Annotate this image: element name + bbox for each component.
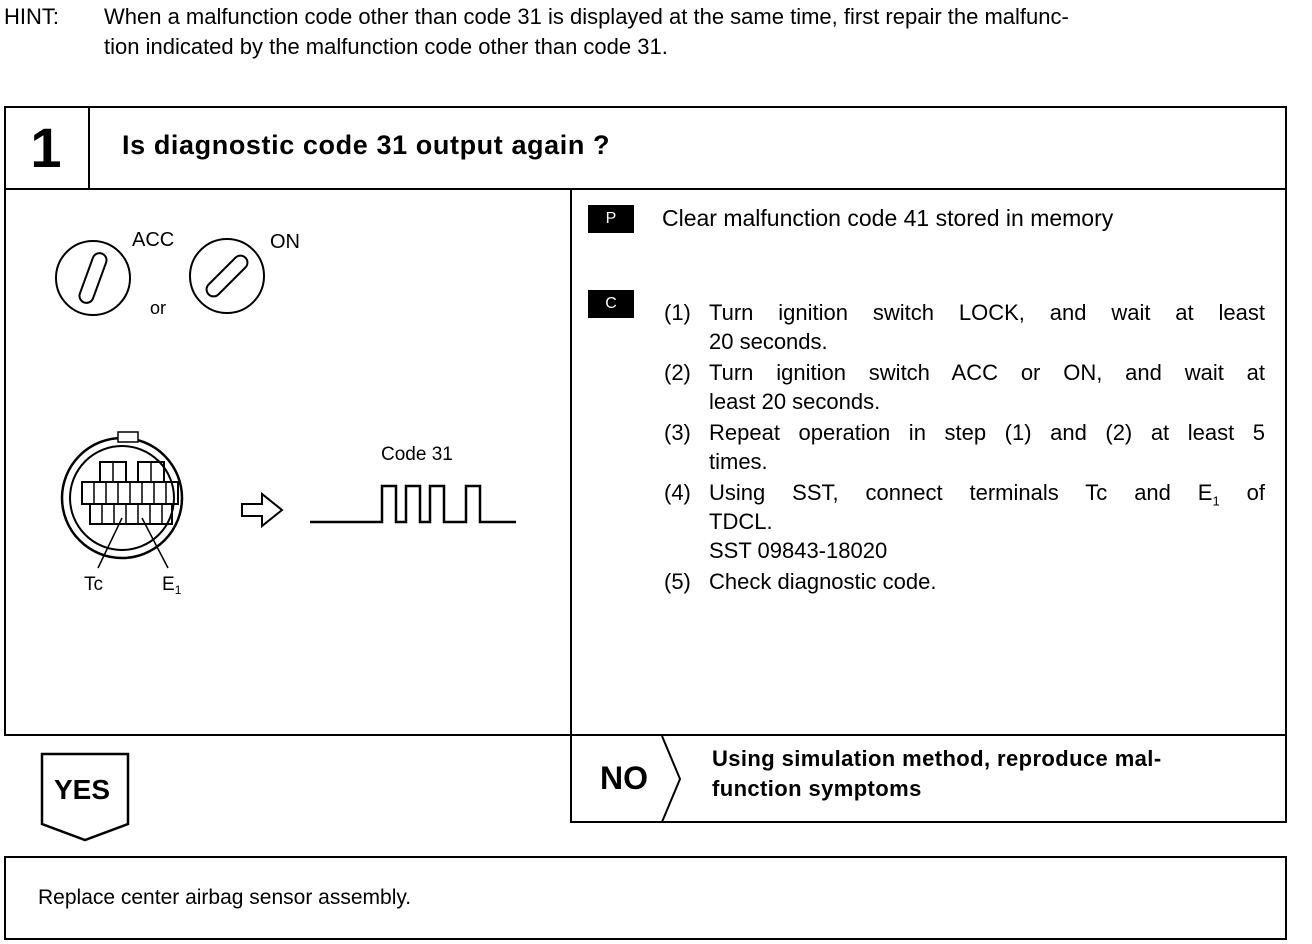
step-question: Is diagnostic code 31 output again ? bbox=[122, 130, 611, 160]
no-action-line-1: Using simulation method, reproduce mal- bbox=[712, 746, 1162, 771]
code-31-waveform bbox=[310, 484, 516, 524]
step-2-line-2: least 20 seconds. bbox=[709, 389, 881, 414]
step-1-line-1: Turn ignition switch LOCK, and wait at l… bbox=[709, 300, 1265, 325]
step-5-number: (5) bbox=[664, 569, 691, 594]
step-3-line-1: Repeat operation in step (1) and (2) at … bbox=[709, 420, 1265, 445]
p-tag: P bbox=[588, 205, 634, 233]
inspection-illustration: ACC or ON Tc E1 bbox=[55, 229, 516, 597]
code-31-label: Code 31 bbox=[381, 444, 453, 465]
step-3-number: (3) bbox=[664, 420, 691, 445]
e1-terminal-label: E1 bbox=[162, 574, 182, 597]
step-2-number: (2) bbox=[664, 360, 691, 385]
yes-badge-icon bbox=[40, 752, 130, 842]
inspection-box bbox=[4, 190, 1287, 736]
no-action-line-2: function symptoms bbox=[712, 776, 922, 801]
tdcl-connector-icon bbox=[60, 431, 184, 569]
step-header-divider bbox=[88, 106, 90, 190]
step-1-line-2: 20 seconds. bbox=[709, 329, 828, 354]
arrow-right-icon bbox=[241, 491, 284, 529]
hint-label: HINT: bbox=[4, 4, 59, 29]
step-number: 1 bbox=[30, 116, 62, 179]
on-label: ON bbox=[270, 231, 300, 253]
step-3-line-2: times. bbox=[709, 449, 768, 474]
yes-action-box bbox=[4, 856, 1287, 940]
step-5-line-1: Check diagnostic code. bbox=[709, 569, 937, 594]
no-label: NO bbox=[600, 760, 648, 796]
step-4-line-3: SST 09843-18020 bbox=[709, 538, 888, 563]
step-4-number: (4) bbox=[664, 480, 691, 505]
step-4-line-1: Using SST, connect terminals Tc and E1 o… bbox=[709, 480, 1265, 509]
p-instruction: Clear malfunction code 41 stored in memo… bbox=[662, 205, 1114, 231]
inspection-divider bbox=[570, 190, 572, 823]
ignition-key-acc-icon bbox=[55, 240, 131, 316]
step-header-box bbox=[4, 106, 1287, 190]
c-tag: C bbox=[588, 290, 634, 318]
tc-terminal-label: Tc bbox=[84, 574, 103, 595]
hint-text-line-1: When a malfunction code other than code … bbox=[104, 4, 1069, 29]
no-branch-box bbox=[570, 736, 1287, 823]
ignition-key-on-icon bbox=[189, 238, 265, 314]
step-4-line-2: TDCL. bbox=[709, 509, 773, 534]
or-label: or bbox=[150, 298, 166, 318]
hint-text-line-2: tion indicated by the malfunction code o… bbox=[104, 34, 668, 59]
no-chevron-icon bbox=[661, 736, 682, 823]
step-1-number: (1) bbox=[664, 300, 691, 325]
step-2-line-1: Turn ignition switch ACC or ON, and wait… bbox=[709, 360, 1265, 385]
acc-label: ACC bbox=[132, 229, 174, 251]
yes-label: YES bbox=[54, 774, 111, 805]
yes-action-text: Replace center airbag sensor assembly. bbox=[38, 886, 412, 909]
